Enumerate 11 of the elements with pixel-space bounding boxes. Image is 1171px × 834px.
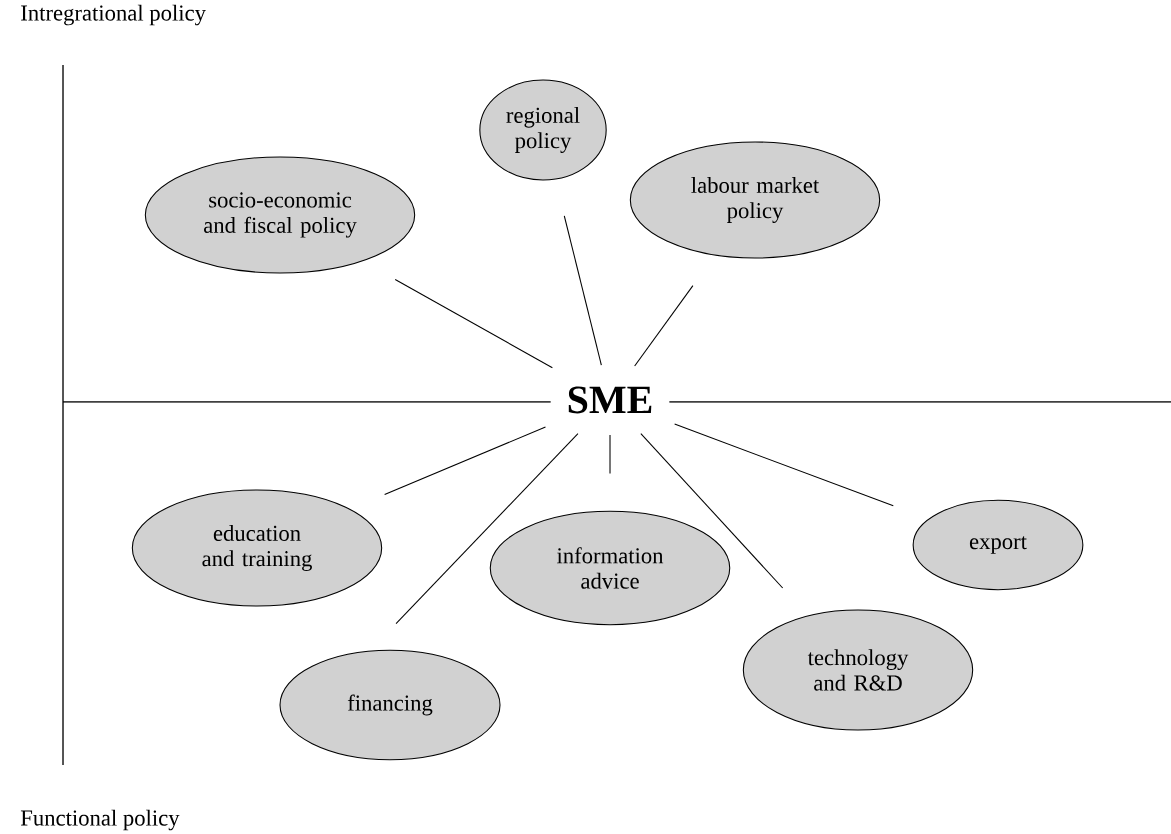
axis-label: Intregrational policy xyxy=(21,4,206,26)
axis-label: Functional policy xyxy=(20,809,180,831)
connector-line xyxy=(563,215,602,366)
connector-line xyxy=(634,285,694,367)
connector-line xyxy=(609,434,611,474)
connector-line xyxy=(384,426,546,495)
connector-line xyxy=(395,433,579,625)
connector-line xyxy=(394,279,553,369)
connector-line xyxy=(674,423,894,507)
center-label: SME xyxy=(550,370,670,430)
connector-line xyxy=(640,433,784,589)
